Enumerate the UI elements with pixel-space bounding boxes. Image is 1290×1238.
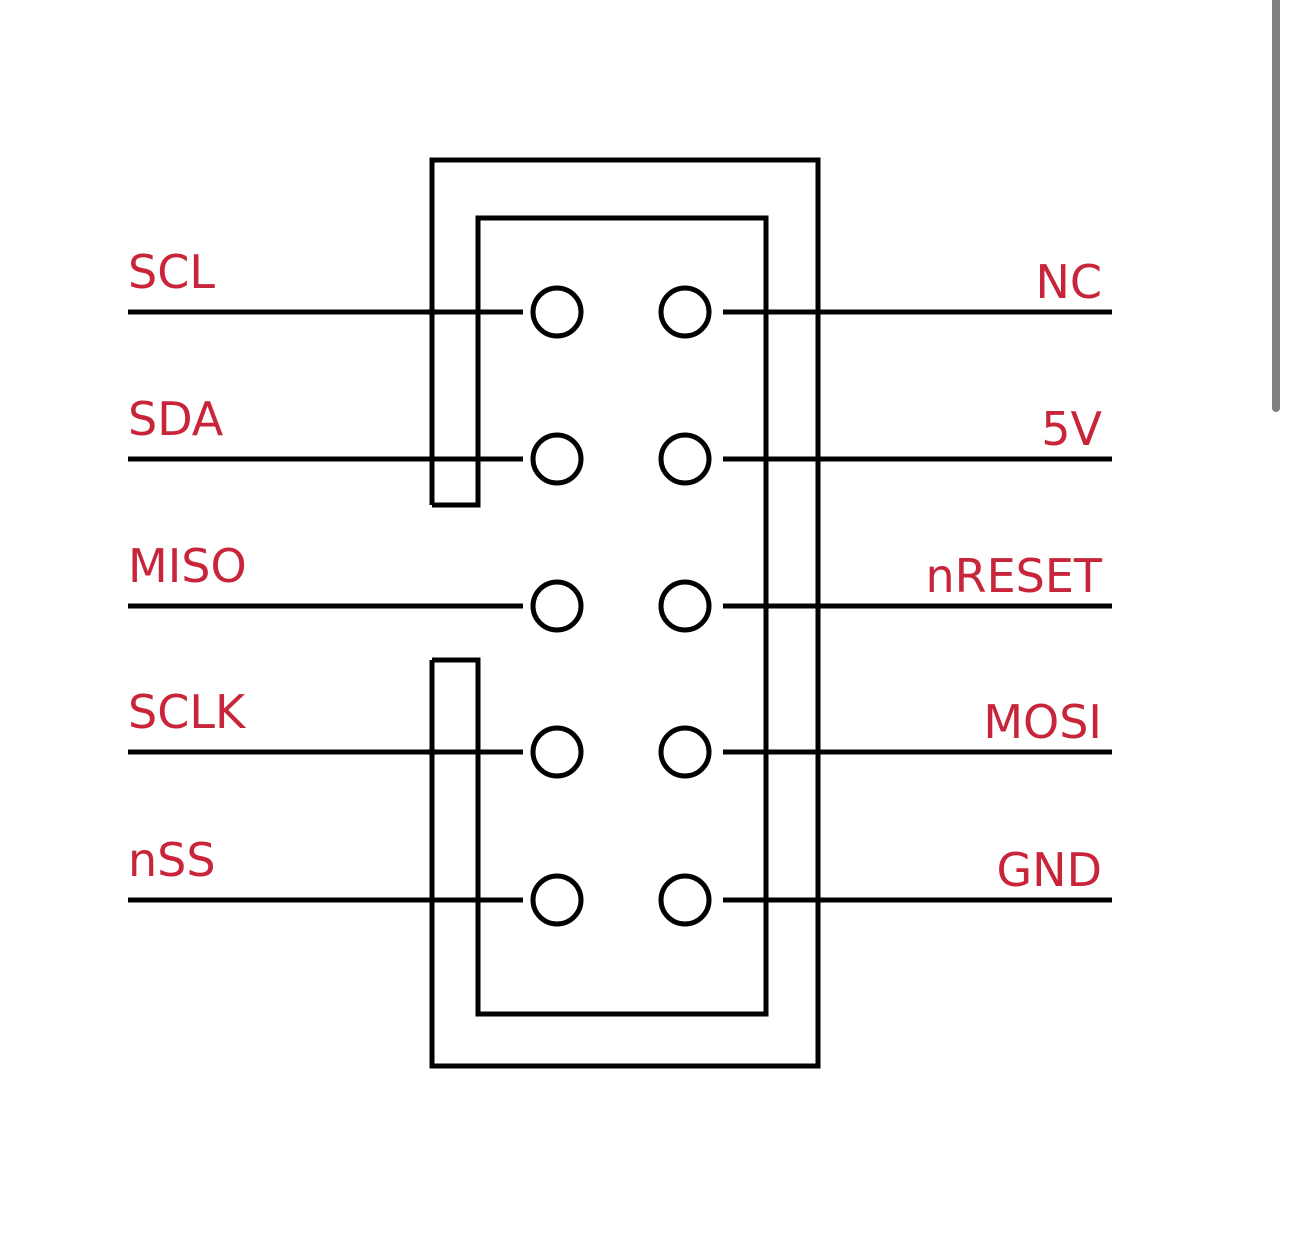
pin-labels: SCL SDA MISO SCLK nSS NC 5V nRESET MOSI GND — [128, 245, 1103, 897]
connector-inner-body — [432, 215, 769, 1017]
scrollbar-thumb[interactable] — [1272, 0, 1280, 412]
label-miso: MISO — [128, 539, 247, 593]
pin-5v — [658, 432, 712, 486]
pin-sda — [530, 432, 584, 486]
pin-scl — [530, 285, 584, 339]
pins — [128, 285, 1112, 927]
label-sclk: SCLK — [128, 685, 247, 739]
pin-mosi — [658, 725, 712, 779]
pin-nss — [530, 873, 584, 927]
pin-nc — [658, 285, 712, 339]
pin-gnd — [658, 873, 712, 927]
connector-outer-housing — [429, 157, 821, 1069]
label-scl: SCL — [128, 245, 215, 299]
label-nss: nSS — [128, 833, 216, 887]
label-sda: SDA — [128, 392, 224, 446]
pin-sclk — [530, 725, 584, 779]
label-5v: 5V — [1041, 402, 1102, 456]
pin-miso — [530, 579, 584, 633]
pin-nreset — [658, 579, 712, 633]
label-gnd: GND — [997, 843, 1102, 897]
label-mosi: MOSI — [983, 695, 1102, 749]
label-nreset: nRESET — [925, 549, 1102, 603]
label-nc: NC — [1035, 255, 1102, 309]
